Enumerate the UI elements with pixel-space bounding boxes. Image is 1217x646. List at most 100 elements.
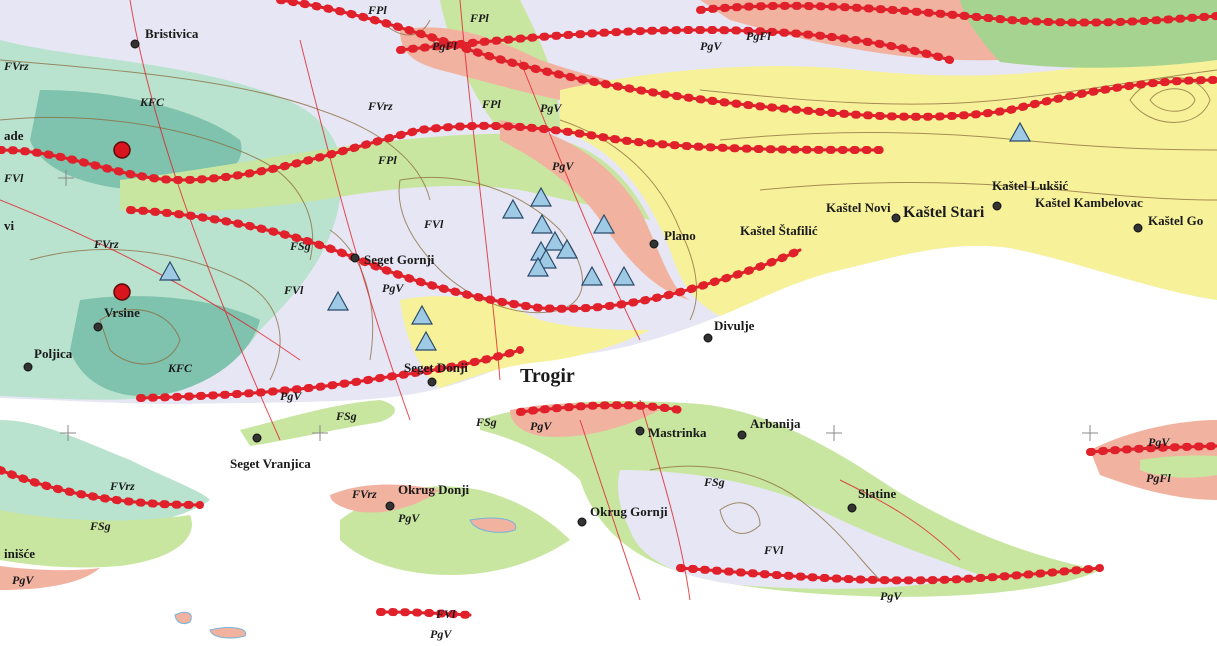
unit-label: FVrz: [367, 99, 393, 113]
label-kastel-luksic: Kaštel Lukšić: [992, 178, 1068, 193]
unit-area-island-light: [618, 470, 980, 589]
unit-label: FSg: [335, 409, 357, 423]
station-triangle: [414, 330, 438, 351]
unit-label: PgV: [700, 39, 722, 53]
unit-label: FVl: [435, 607, 456, 621]
unit-label: PgFl: [746, 29, 771, 43]
unit-label: PgFl: [1146, 471, 1171, 485]
station-triangle: [530, 213, 554, 234]
unit-label: PgV: [880, 589, 902, 603]
label-ade: ade: [4, 128, 24, 143]
unit-label: FVl: [3, 171, 24, 185]
thrust-fault: [676, 564, 1104, 585]
unit-label: PgV: [12, 573, 34, 587]
label-mastrinka: Mastrinka: [648, 425, 707, 440]
unit-label: FPl: [377, 153, 397, 167]
station-triangle: [526, 256, 550, 277]
unit-label: FVl: [763, 543, 784, 557]
unit-area-teal-dark: [70, 296, 260, 397]
station-triangle: [580, 265, 604, 286]
unit-area-green: [120, 133, 650, 220]
station-triangle: [592, 213, 616, 234]
unit-label: PgV: [430, 627, 452, 641]
unit-label: FSg: [703, 475, 725, 489]
settlements: [23, 39, 1143, 527]
label-poljica: Poljica: [34, 346, 73, 361]
unit-label: PgV: [1148, 435, 1170, 449]
unit-label: FSg: [289, 239, 311, 253]
label-divulje: Divulje: [714, 318, 755, 333]
station-triangle: [543, 230, 567, 251]
unit-label: PgV: [382, 281, 404, 295]
seismic-stations: [158, 121, 1032, 351]
label-inisce: inišće: [4, 546, 35, 561]
thrust-fault: [0, 466, 204, 509]
label-seget-vranjica: Seget Vranjica: [230, 456, 311, 471]
label-plano: Plano: [664, 228, 696, 243]
unit-label: FPl: [481, 97, 501, 111]
red-markers: [113, 141, 131, 301]
red-dot: [113, 283, 131, 301]
label-arbanija: Arbanija: [750, 416, 801, 431]
thrust-fault: [136, 346, 524, 402]
unit-labels: FPl PgFl FPl FPl PgV PgFl PgV PgV FPl FV…: [3, 3, 1171, 641]
station-triangle: [612, 265, 636, 286]
unit-area-island-left-salmon: [330, 484, 440, 513]
unit-label: KFC: [139, 95, 165, 109]
unit-label: PgV: [540, 101, 562, 115]
unit-area-right-island-green: [1140, 455, 1217, 478]
land-units: [0, 0, 1217, 597]
grid-crosses: [58, 170, 1098, 441]
unit-area-seget-peninsula: [240, 400, 395, 446]
unit-label: FPl: [469, 11, 489, 25]
station-triangle: [410, 304, 434, 325]
label-kastel-go: Kaštel Go: [1148, 213, 1203, 228]
unit-area-left-island: [0, 420, 210, 530]
thrust-fault: [376, 608, 474, 619]
label-vi: vi: [4, 218, 15, 233]
unit-area-left-island-salmon: [0, 566, 100, 590]
unit-label: PgFl: [432, 39, 457, 53]
station-triangle: [501, 198, 525, 219]
label-bristivica: Bristivica: [145, 26, 199, 41]
thrust-fault: [516, 401, 684, 416]
unit-area-salmon: [500, 120, 690, 300]
unit-label: FVrz: [3, 59, 29, 73]
unit-area-yellow: [560, 40, 1217, 316]
place-labels: Bristivica Plano Kaštel Novi Kaštel Star…: [4, 26, 1203, 561]
unit-label: FVrz: [93, 237, 119, 251]
unit-label: PgV: [280, 389, 302, 403]
label-vrsine: Vrsine: [104, 305, 140, 320]
unit-label: FSg: [89, 519, 111, 533]
station-triangle: [326, 290, 350, 311]
unit-label: FVl: [283, 283, 304, 297]
label-trogir: Trogir: [520, 365, 575, 387]
thrust-fault: [0, 121, 884, 185]
label-kastel-novi: Kaštel Novi: [826, 200, 891, 215]
red-dot: [113, 141, 131, 159]
unit-label: FPl: [367, 3, 387, 17]
unit-label: PgV: [552, 159, 574, 173]
unit-label: FVl: [423, 217, 444, 231]
unit-area-left-island-green: [0, 510, 192, 568]
thrust-fault: [126, 206, 804, 313]
unit-label: KFC: [167, 361, 193, 375]
thrust-fault: [276, 0, 1217, 121]
unit-label: FSg: [475, 415, 497, 429]
unit-label: FVrz: [109, 479, 135, 493]
label-kastel-kambelovac: Kaštel Kambelovac: [1035, 195, 1143, 210]
label-slatine: Slatine: [858, 486, 897, 501]
unit-area-greenish: [960, 0, 1217, 68]
unit-label: PgV: [530, 419, 552, 433]
thrust-fault: [1086, 442, 1217, 456]
label-kastel-stafilic: Kaštel Štafilić: [740, 223, 818, 238]
thrust-fault: [396, 25, 954, 64]
station-triangle: [555, 238, 579, 259]
label-seget-donji: Seget Donji: [404, 360, 468, 375]
station-triangle: [158, 260, 182, 281]
unit-label: PgV: [398, 511, 420, 525]
label-okrug-gornji: Okrug Gornji: [590, 504, 668, 519]
station-triangle: [529, 186, 553, 207]
